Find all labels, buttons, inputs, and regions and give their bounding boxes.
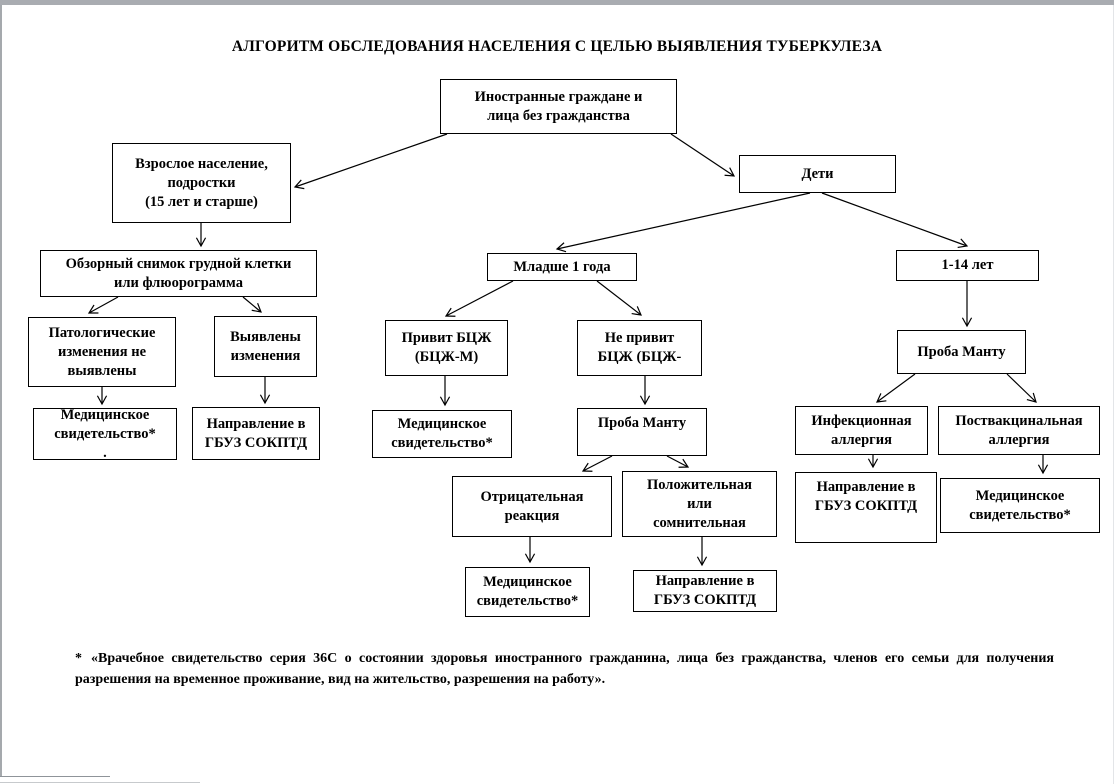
page-bottom-shadow [0,782,200,783]
edge-foreign-to-children [670,133,736,177]
edge-mantoux_mid-to-positive_doubtful [666,455,690,468]
node-under-1-year: Младше 1 года [487,253,637,281]
node-medical-certificate-left: Медицинское свидетельство* . [33,407,177,461]
node-postvaccinal-allergy: Поствакцинальная аллергия [938,406,1100,455]
node-mantoux-test-right: Проба Манту [897,330,1026,374]
node-referral-dispensary-bottom: Направление в ГБУЗ СОКПТД [633,570,777,612]
node-medical-certificate-right: Медицинское свидетельство* [940,478,1100,533]
edge-xray-to-changes_found [242,296,262,313]
node-referral-dispensary-left: Направление в ГБУЗ СОКПТД [192,407,320,460]
edge-under1-to-bcg_not_vaccinated [596,280,642,316]
page-bottom-border [0,776,110,777]
node-medical-certificate-mid: Медицинское свидетельство* [372,410,512,458]
node-no-pathology: Патологические изменения не выявлены [28,317,176,387]
node-changes-found: Выявлены изменения [214,316,317,377]
edge-xray-to-no_pathology [87,296,119,314]
edge-mantoux_right-to-infectious_allergy [876,373,916,403]
node-medical-certificate-bottom: Медицинское свидетельство* [465,567,590,617]
node-bcg-vaccinated: Привит БЦЖ (БЦЖ-М) [385,320,508,376]
diagram-title: АЛГОРИТМ ОБСЛЕДОВАНИЯ НАСЕЛЕНИЯ С ЦЕЛЬЮ … [231,38,883,55]
edge-children-to-age1to14 [821,192,969,249]
footnote: *«Врачебное свидетельство серия 36С о со… [75,648,1054,690]
node-mantoux-test-mid: Проба Манту [577,408,707,456]
page-left-border [0,5,2,776]
node-foreign-citizens: Иностранные граждане и лица без гражданс… [440,79,677,134]
edge-foreign-to-adults [293,133,448,190]
node-referral-dispensary-right: Направление в ГБУЗ СОКПТД [795,472,937,543]
footnote-asterisk: * [75,651,82,666]
node-chest-xray: Обзорный снимок грудной клетки или флюор… [40,250,317,297]
edge-mantoux_right-to-postvaccinal_allergy [1006,373,1037,403]
footnote-text: «Врачебное свидетельство серия 36С о сос… [75,651,1054,687]
edge-under1-to-bcg_vaccinated [444,280,514,317]
window-top-edge [0,0,1114,5]
node-negative-reaction: Отрицательная реакция [452,476,612,537]
node-1-14-years: 1-14 лет [896,250,1039,281]
node-positive-doubtful: Положительная или сомнительная [622,471,777,537]
node-infectious-allergy: Инфекционная аллергия [795,406,928,455]
node-children: Дети [739,155,896,193]
node-adults-teens: Взрослое население, подростки (15 лет и … [112,143,291,223]
edge-children-to-under1 [555,192,811,253]
node-bcg-not-vaccinated: Не привит БЦЖ (БЦЖ- [577,320,702,376]
edge-mantoux_mid-to-negative_reaction [581,455,613,472]
